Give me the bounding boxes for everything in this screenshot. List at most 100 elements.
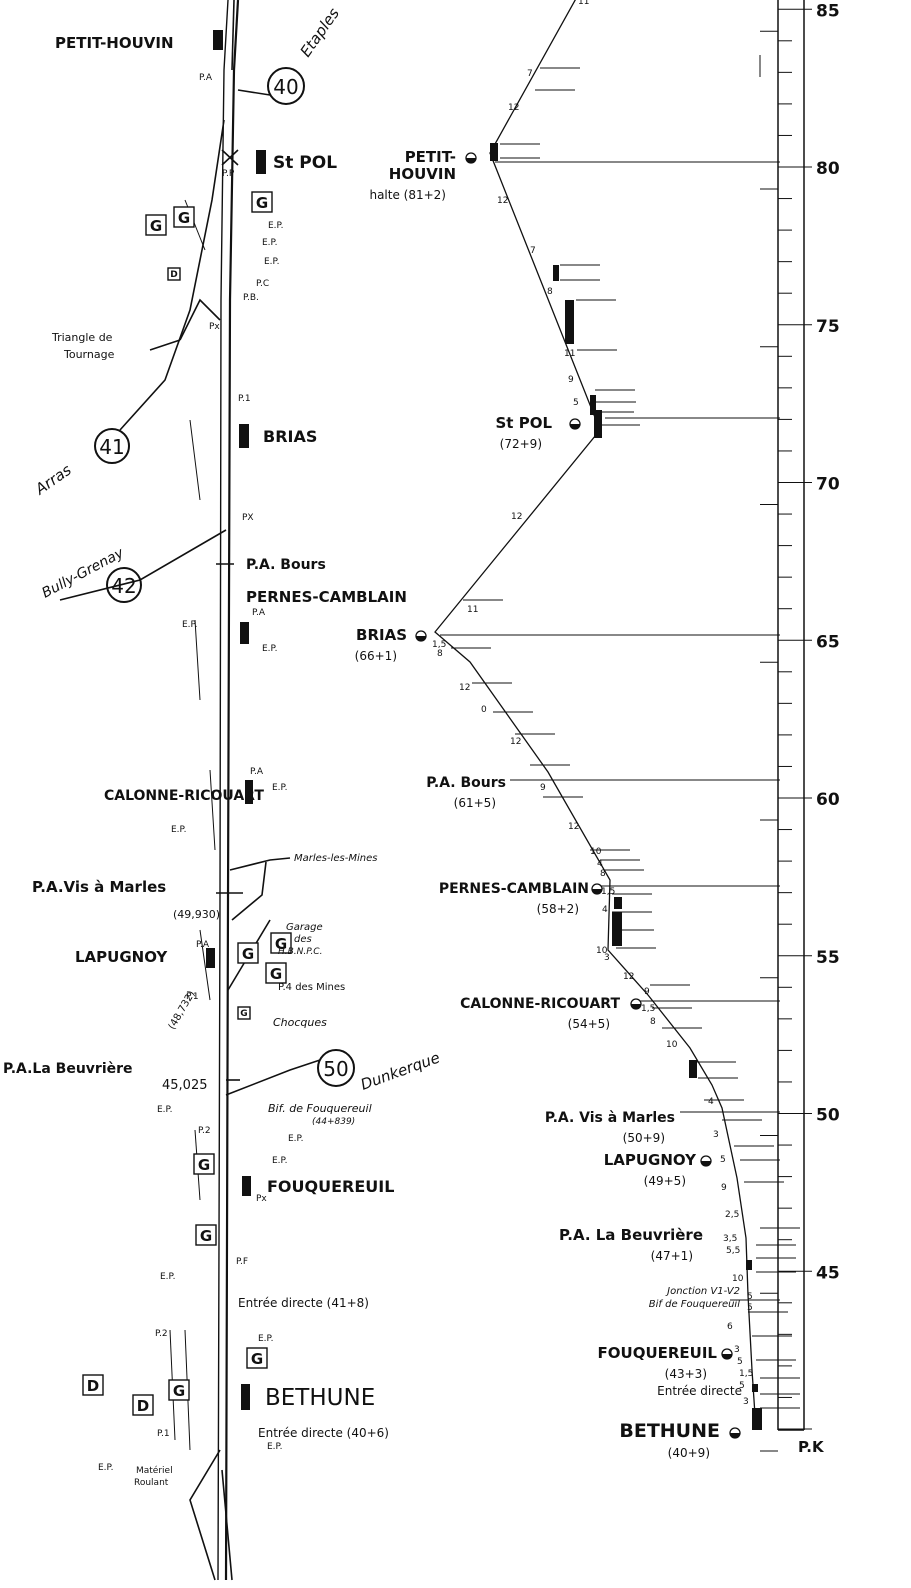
bethune-south-branch-2 bbox=[221, 1469, 233, 1581]
gradient-value: 11 bbox=[578, 0, 589, 7]
profile-station-name: BRIAS bbox=[356, 626, 407, 644]
signal-code: P.B. bbox=[243, 293, 259, 303]
station-block bbox=[752, 1384, 758, 1392]
marles-branch-2 bbox=[231, 861, 267, 921]
station-bethune: BETHUNE bbox=[265, 1385, 375, 1411]
station-building bbox=[239, 424, 249, 448]
bif-label-line2: (44+839) bbox=[312, 1117, 355, 1127]
signal-code: E.P. bbox=[157, 1105, 172, 1115]
main-track-2 bbox=[217, 0, 229, 1581]
station-marker-fill bbox=[730, 1433, 740, 1438]
route-marker-40: 40 Etaples bbox=[267, 5, 343, 105]
goods-yard-letter: G bbox=[270, 965, 282, 983]
km-scale-label: 60 bbox=[816, 790, 840, 810]
profile-station: CALONNE-RICOUART(54+5) bbox=[460, 996, 642, 1031]
signal-code: E.P. bbox=[264, 257, 279, 267]
station-block bbox=[752, 1408, 762, 1430]
station-marker-fill bbox=[592, 889, 602, 894]
arras-branch bbox=[119, 119, 225, 431]
profile-note: Bif de Fouquereuil bbox=[649, 1299, 740, 1310]
gradient-value: 7 bbox=[527, 69, 533, 79]
gradient-value: 4 bbox=[597, 859, 603, 869]
depot-yard-box bbox=[167, 267, 181, 281]
siding-track bbox=[199, 929, 211, 1001]
signal-code: E.P. bbox=[182, 620, 197, 630]
goods-yard-letter: G bbox=[242, 945, 254, 963]
gradient-value: 8 bbox=[600, 869, 606, 879]
signal-code: P.1 bbox=[157, 1429, 170, 1439]
profile-station: P.A. Vis à Marles(50+9) bbox=[545, 1110, 675, 1145]
entree-directe-label-1: Entrée directe (41+8) bbox=[238, 1296, 369, 1310]
signal-code: P.1 bbox=[186, 992, 199, 1002]
profile-station-km: (43+3) bbox=[665, 1367, 707, 1381]
gradient-value: 5 bbox=[737, 1357, 743, 1367]
station-building bbox=[242, 1176, 251, 1196]
profile-station-km: (72+9) bbox=[500, 437, 542, 451]
profile-station-name: CALONNE-RICOUART bbox=[460, 996, 620, 1012]
goods-yard-box bbox=[237, 1006, 251, 1020]
gradient-value: 5 bbox=[573, 398, 579, 408]
km-scale-label: 65 bbox=[816, 632, 840, 652]
station-building bbox=[240, 622, 249, 644]
profile-station: BETHUNE (40+9) bbox=[619, 1420, 741, 1460]
gradient-value: 10 bbox=[596, 946, 608, 956]
garage-label-line2: des bbox=[294, 934, 312, 945]
profile-station-km: (61+5) bbox=[454, 796, 496, 810]
station-marker-fill bbox=[701, 1161, 711, 1166]
route-number: 40 bbox=[273, 75, 298, 99]
gradient-value: 1,5 bbox=[641, 1004, 655, 1014]
depot-yard-letter: D bbox=[137, 1397, 149, 1415]
goods-yard-box bbox=[145, 214, 167, 236]
station-building bbox=[206, 948, 215, 968]
profile-station-name: P.A. La Beuvrière bbox=[559, 1226, 703, 1244]
gradient-value: 4 bbox=[708, 1097, 714, 1107]
route-direction: Dunkerque bbox=[358, 1048, 442, 1093]
profile-station-name: BETHUNE bbox=[619, 1420, 720, 1442]
goods-yard-box bbox=[168, 1379, 190, 1401]
goods-yard-box bbox=[173, 206, 195, 228]
garage-label-line1: Garage bbox=[286, 922, 323, 933]
station-building bbox=[256, 150, 266, 174]
profile-station-km: halte (81+2) bbox=[369, 188, 446, 202]
gradient-value: 9 bbox=[721, 1183, 727, 1193]
goods-yard-box bbox=[270, 932, 292, 954]
gradient-value: 9 bbox=[568, 375, 574, 385]
profile-station-km: (40+9) bbox=[668, 1446, 710, 1460]
gradient-value: 12 bbox=[623, 972, 634, 982]
profile-station-name: St POL bbox=[496, 414, 553, 432]
signal-code: P.A bbox=[199, 73, 213, 83]
profile-station: BRIAS (66+1) bbox=[355, 626, 427, 663]
signal-code: E.P. bbox=[288, 1134, 303, 1144]
km-scale-label: 70 bbox=[816, 475, 840, 495]
station-petit-houvin: PETIT-HOUVIN bbox=[55, 34, 174, 52]
profile-station-km: (47+1) bbox=[651, 1249, 693, 1263]
route-direction: Arras bbox=[31, 461, 75, 499]
gradient-value: 0 bbox=[481, 705, 487, 715]
signal-code: E.P. bbox=[262, 238, 277, 248]
station-calonne-ricouart: CALONNE-RICOUART bbox=[104, 788, 264, 804]
gradient-value: 12 bbox=[497, 196, 508, 206]
chocques-label: Chocques bbox=[273, 1016, 327, 1029]
gradient-value: 5 bbox=[739, 1381, 745, 1391]
profile-station-km: (66+1) bbox=[355, 649, 397, 663]
signal-code: P.2 bbox=[155, 1329, 168, 1339]
marles-branch bbox=[229, 857, 291, 871]
garage-label-line3: H.B.N.P.C. bbox=[278, 947, 322, 957]
station-lapugnoy: LAPUGNOY bbox=[75, 948, 168, 966]
station-block bbox=[565, 300, 574, 344]
depot-yard-letter: D bbox=[170, 270, 177, 280]
depot-yard-letter: D bbox=[87, 1377, 99, 1395]
goods-yard-letter: G bbox=[256, 194, 268, 212]
depot-yard-box bbox=[132, 1394, 154, 1416]
station-marker-fill bbox=[722, 1354, 732, 1359]
profile-station-name: PERNES-CAMBLAIN bbox=[439, 881, 589, 897]
profile-station: St POL (72+9) bbox=[496, 414, 581, 451]
profile-station-name: HOUVIN bbox=[389, 165, 456, 183]
route-marker-50: 50 Dunkerque bbox=[317, 1048, 442, 1094]
goods-yard-letter: G bbox=[240, 1009, 247, 1019]
gradient-value: 5 bbox=[747, 1292, 753, 1302]
gradient-value: 3 bbox=[604, 953, 610, 963]
route-marker-42: 42 Bully-Grenay bbox=[39, 545, 142, 603]
